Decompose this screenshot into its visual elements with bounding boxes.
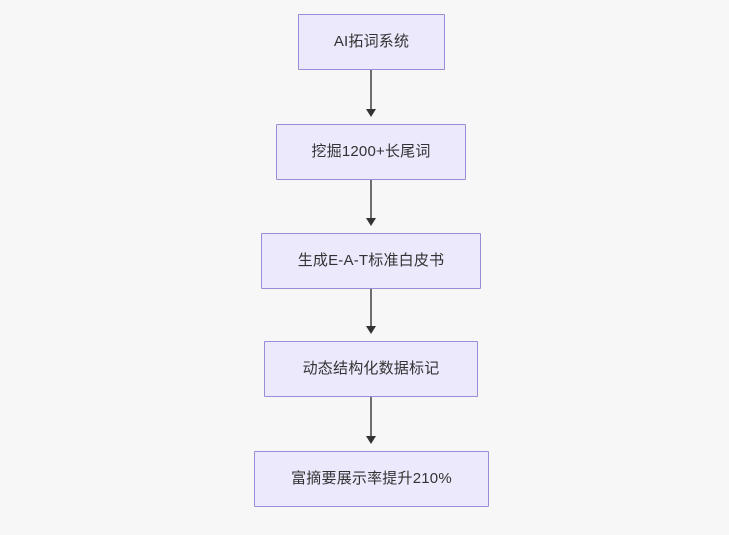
arrowhead-n2-n3 [365,218,376,226]
arrowhead-n4-n5 [365,436,376,444]
flow-node-mine-longtail-keywords[interactable]: 挖掘1200+长尾词 [276,124,466,180]
arrowhead-n1-n2 [365,109,376,117]
flow-node-label: 富摘要展示率提升210% [291,470,452,487]
flow-node-ai-keyword-system[interactable]: AI拓词系统 [298,14,445,70]
edge-n3-n4 [370,289,372,328]
flow-node-label: 动态结构化数据标记 [302,360,440,377]
flow-node-label: 挖掘1200+长尾词 [311,143,431,160]
arrowhead-n3-n4 [365,326,376,334]
edge-n4-n5 [370,397,372,438]
flow-node-rich-snippet-rate-increase[interactable]: 富摘要展示率提升210% [254,451,489,507]
edge-n1-n2 [370,70,372,111]
flow-node-generate-eat-whitepaper[interactable]: 生成E-A-T标准白皮书 [261,233,481,289]
flow-node-label: 生成E-A-T标准白皮书 [297,252,445,269]
flow-node-dynamic-structured-data-markup[interactable]: 动态结构化数据标记 [264,341,478,397]
flow-node-label: AI拓词系统 [333,33,410,50]
edge-n2-n3 [370,180,372,220]
